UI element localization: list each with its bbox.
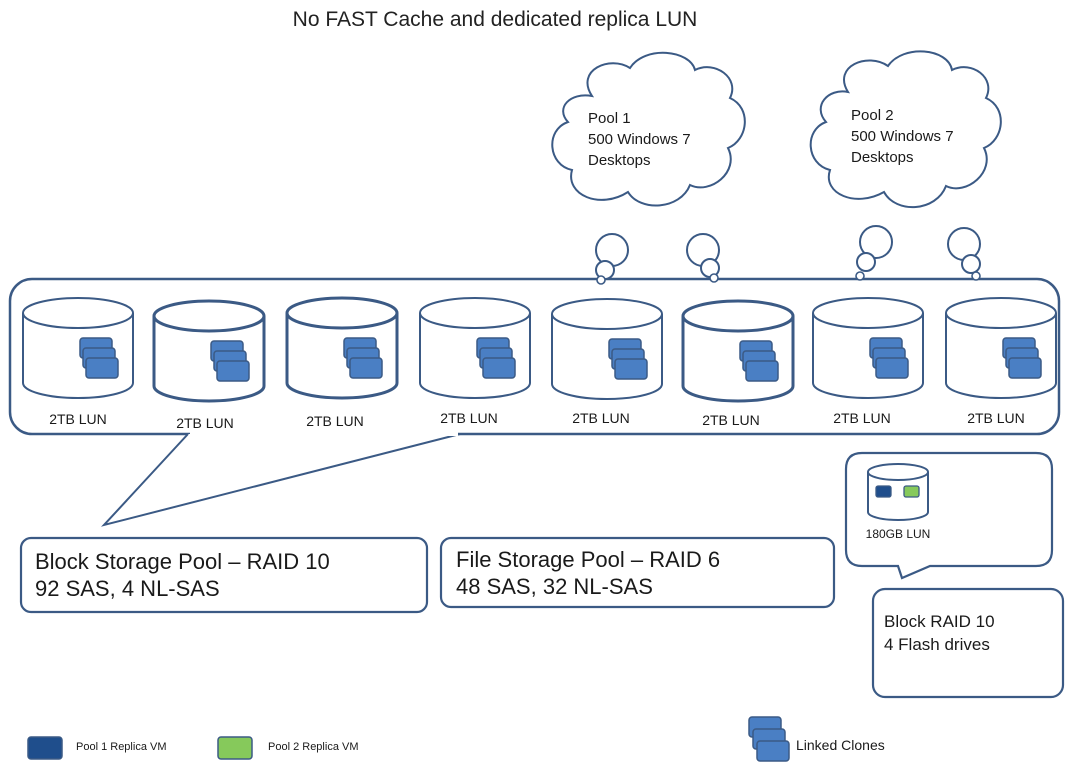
lun-cylinder — [152, 299, 266, 403]
lun-cylinders — [22, 296, 1057, 403]
lun-cylinder — [812, 297, 924, 399]
replica-lun-label: 180GB LUN — [865, 527, 931, 541]
replica-lun-cylinder — [867, 463, 929, 521]
lun-label: 2TB LUN — [833, 410, 891, 426]
lun-cylinder — [681, 299, 795, 403]
legend-pool2-replica-label: Pool 2 Replica VM — [268, 741, 359, 753]
linked-clones-stack — [476, 337, 516, 379]
lun-label: 2TB LUN — [440, 410, 498, 426]
lun-label: 2TB LUN — [306, 413, 364, 429]
block-pool-callout — [100, 433, 461, 527]
linked-clones-stack — [608, 338, 648, 380]
lun-cylinder — [551, 298, 663, 400]
file-pool-box — [439, 536, 836, 609]
linked-clones-stack — [210, 340, 250, 382]
diagram-title: No FAST Cache and dedicated replica LUN — [292, 8, 698, 31]
linked-clones-stack — [869, 337, 909, 379]
cloud-pool-1 — [551, 51, 746, 285]
pool1-replica-vm — [875, 485, 892, 498]
lun-cylinder — [945, 297, 1057, 399]
block-pool-box — [19, 536, 429, 614]
linked-clones-stack — [79, 337, 119, 379]
lun-cylinder — [22, 297, 134, 399]
lun-cylinder — [285, 296, 399, 400]
pool1-replica-swatch — [27, 736, 63, 760]
linked-clones-swatch — [748, 716, 790, 762]
cloud-pool-2 — [809, 50, 1002, 281]
pool2-replica-swatch — [217, 736, 253, 760]
lun-label: 2TB LUN — [572, 410, 630, 426]
lun-container — [8, 277, 1061, 436]
lun-label: 2TB LUN — [49, 411, 107, 427]
lun-label: 2TB LUN — [967, 410, 1025, 426]
lun-label: 2TB LUN — [176, 415, 234, 431]
lun-cylinder — [419, 297, 531, 399]
linked-clones-stack — [343, 337, 383, 379]
linked-clones-stack — [1002, 337, 1042, 379]
linked-clones-stack — [739, 340, 779, 382]
flash-box — [871, 587, 1065, 699]
pool2-replica-vm — [903, 485, 920, 498]
lun-label: 2TB LUN — [702, 412, 760, 428]
legend-pool1-replica-label: Pool 1 Replica VM — [76, 741, 167, 753]
legend-linked-clones-label: Linked Clones — [796, 737, 885, 753]
